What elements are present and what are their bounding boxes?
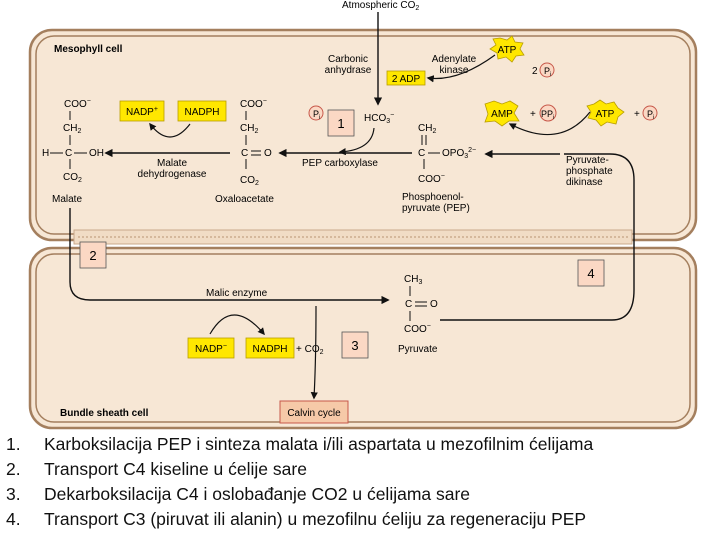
legend-item-4: 4. Transport C3 (piruvat ili alanin) u me… (6, 507, 718, 532)
pi-circle-2 (642, 105, 658, 121)
pi-circle (308, 105, 324, 121)
amp-starburst (484, 100, 520, 127)
pyr-ch3: CH3 (404, 274, 422, 286)
legend-text-1: Karboksilacija PEP i sinteza malata i/il… (44, 434, 594, 454)
amp-label: AMP (491, 109, 513, 120)
legend-number-2: 2. (6, 459, 21, 479)
nadp-minus-box (187, 337, 235, 359)
nadp-minus-label: NADP− (195, 343, 227, 355)
pep-carboxylase-label: PEP carboxylase (302, 158, 378, 169)
plus-2: + (634, 109, 640, 120)
step-2-label: 2 (89, 248, 96, 263)
calvin-cycle-label: Calvin cycle (287, 408, 341, 419)
malic-enzyme-label: Malic enzyme (206, 288, 268, 299)
pyruvate-return-arrow (440, 153, 635, 321)
pep-opo3: OPO32− (442, 147, 476, 160)
hco3-label: HCO3− (364, 112, 394, 125)
nadp-plus-box (119, 100, 165, 122)
malic-enzyme-cofactor-arrow (209, 314, 265, 336)
malate-coo: COO− (64, 98, 91, 110)
malate-ch2: CH2 (63, 123, 81, 135)
bundle-sheath-cell-inner (35, 253, 691, 423)
two-adp-box (386, 70, 426, 86)
two-adp-label: 2 ADP (392, 74, 421, 85)
malate-c: C (65, 148, 72, 159)
atp-starburst-2 (586, 99, 625, 127)
step-4-box (577, 259, 605, 287)
pi-label-2: Pi (647, 109, 654, 121)
nadp-plus-label: NADP+ (126, 106, 158, 118)
legend-item-2: 2. Transport C4 kiseline u ćelije sare (6, 457, 718, 482)
calvin-cycle-box (279, 400, 349, 424)
two-pi-label: 2 (532, 66, 538, 77)
pep-ch2: CH2 (418, 123, 436, 135)
malate-label: Malate (52, 194, 82, 205)
legend-text-2: Transport C4 kiseline u ćelije sare (44, 459, 307, 479)
step-2-box (79, 241, 107, 269)
step-4-label: 4 (587, 266, 594, 281)
pi-label: Pi (313, 109, 320, 121)
pep-label: Phosphoenol-pyruvate (PEP) (402, 192, 470, 214)
co2-to-calvin-arrow (310, 305, 318, 400)
nadph-label-2: NADPH (252, 344, 287, 355)
ppi-label: PPi (541, 109, 554, 121)
plus-co2-label: + CO2 (296, 344, 324, 356)
plasmodesmata-band (73, 229, 633, 245)
mesophyll-cell-label: Mesophyll cell (54, 44, 123, 55)
bundle-sheath-cell-label: Bundle sheath cell (60, 408, 149, 419)
malate-co2: CO2 (63, 172, 82, 184)
step-1-label: 1 (337, 116, 344, 131)
nadph-box-2 (245, 337, 295, 359)
oaa-co2: CO2 (240, 175, 259, 187)
ppi-circle (539, 104, 557, 122)
oaa-o: O (264, 148, 272, 159)
hco3-arrow (338, 127, 375, 156)
pep-c: C (418, 148, 425, 159)
nadph-label-1: NADPH (184, 107, 219, 118)
legend-number-1: 1. (6, 434, 21, 454)
two-pi-circle (539, 62, 555, 78)
oaa-ch2: CH2 (240, 123, 258, 135)
pyr-coo: COO− (404, 323, 431, 335)
oaa-c: C (241, 148, 248, 159)
step-legend: 1. Karboksilacija PEP i sinteza malata i/… (6, 432, 718, 532)
pyruvate-label: Pyruvate (398, 344, 438, 355)
malate-h: H (42, 148, 49, 159)
pep-coo: COO− (418, 173, 445, 185)
atp-label-1: ATP (498, 45, 517, 56)
ppdk-cofactor-arrow (508, 111, 591, 136)
legend-item-1: 1. Karboksilacija PEP i sinteza malata i/… (6, 432, 718, 457)
atp-starburst-1 (489, 35, 525, 63)
malate-transport-arrow (69, 208, 390, 305)
two-pi-p: Pi (544, 66, 551, 78)
adenylate-kinase-arrow (426, 54, 496, 83)
pyr-o: O (430, 299, 438, 310)
legend-item-3: 3. Dekarboksilacija C4 i oslobađanje CO2 … (6, 482, 718, 507)
step-1-box (327, 109, 355, 137)
nadph-box-1 (177, 100, 227, 122)
legend-number-3: 3. (6, 484, 21, 504)
atmospheric-co2-label: Atmospheric CO2 (342, 0, 419, 12)
step-3-label: 3 (351, 338, 358, 353)
malate-oh: OH (89, 148, 104, 159)
atp-label-2: ATP (596, 109, 615, 120)
pyr-c: C (405, 299, 412, 310)
oaa-coo: COO− (240, 98, 267, 110)
legend-number-4: 4. (6, 509, 21, 529)
nadph-cycle-arrow (149, 122, 191, 138)
legend-text-3: Dekarboksilacija C4 i oslobađanje CO2 u … (44, 484, 471, 504)
step-3-box (341, 331, 369, 359)
legend-text-4: Transport C3 (piruvat ili alanin) u mezo… (44, 509, 587, 529)
oxaloacetate-label: Oxaloacetate (215, 194, 274, 205)
plus-1: + (530, 109, 536, 120)
